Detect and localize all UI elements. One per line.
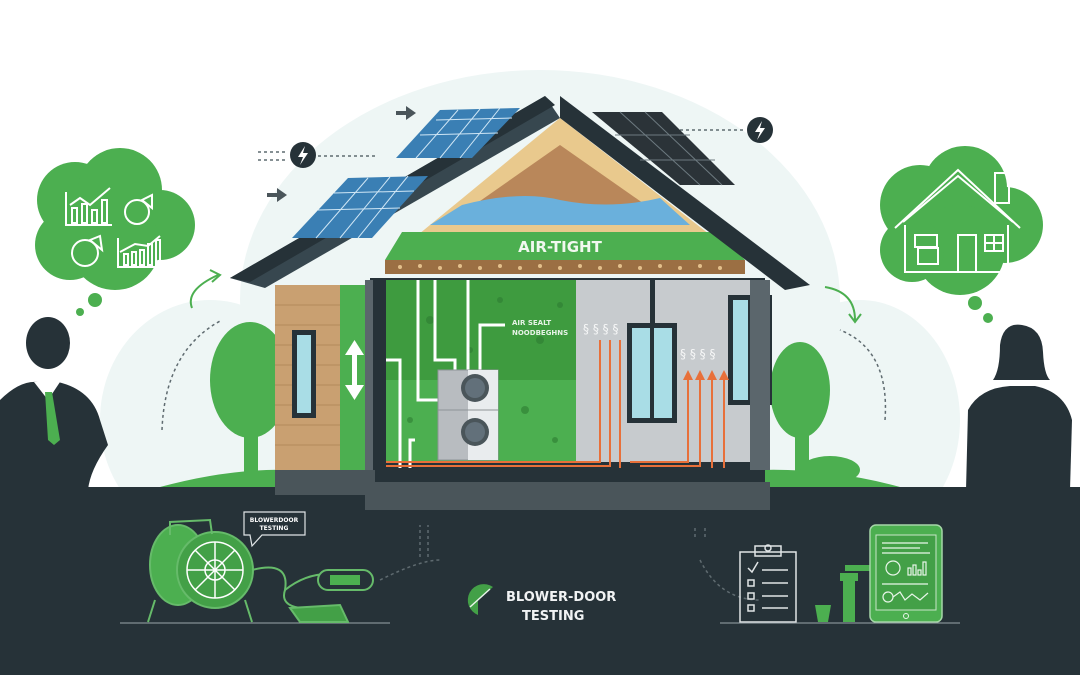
callout-bubble: BLOWERDOOR TESTING: [243, 511, 306, 548]
pie-chart-icon: [124, 193, 153, 225]
wind-arrows: [267, 106, 416, 202]
logo-subtitle: TESTING: [522, 609, 584, 624]
pie-chart-icon: [71, 234, 104, 267]
solar-panel: [396, 107, 520, 159]
svg-text:NOODBEGHNS: NOODBEGHNS: [512, 329, 568, 337]
air-tight-label: AIR-TIGHT: [518, 238, 602, 256]
cup-icon: [815, 605, 831, 622]
heat-pump-unit: [437, 369, 499, 461]
double-arrow-icon: [345, 340, 364, 400]
bar-chart-icon: [65, 187, 112, 226]
tablet-report-icon: [869, 524, 943, 623]
blower-door-fan: [120, 518, 390, 624]
person-woman-silhouette: [966, 324, 1072, 490]
svg-text:TESTING: TESTING: [260, 525, 289, 532]
house-icon: [894, 168, 1021, 273]
solar-panel-dark: [592, 111, 735, 186]
house: § § § § § § § § AIR SEALT NOODBEGHNS AIR…: [230, 96, 810, 525]
arrow-right-icon: [396, 106, 416, 120]
line-bar-chart-icon: [117, 235, 162, 268]
warm-air-waves: § § § § § § § §: [583, 322, 715, 361]
curved-arrows: [189, 269, 862, 324]
airflow-dotted-arcs: [161, 129, 887, 601]
svg-text:BLOWERDOOR: BLOWERDOOR: [250, 517, 299, 524]
interior-note: AIR SEALT: [512, 319, 551, 327]
person-man-silhouette: [0, 317, 108, 490]
logo-title: BLOWER-DOOR: [506, 590, 616, 605]
clipboard-checklist-icon: [739, 544, 797, 623]
svg-text:§ § § §: § § § §: [583, 322, 618, 336]
arrow-right-icon: [267, 188, 287, 202]
lightning-bolt-icon: [747, 117, 773, 143]
thought-cloud-house: [880, 146, 1043, 323]
tree-left: [210, 322, 290, 480]
solar-panel: [292, 175, 428, 239]
svg-text:§ § § §: § § § §: [680, 347, 715, 361]
blower-door-logo: BLOWER-DOOR TESTING: [467, 584, 616, 624]
lightning-bolt-icon: [290, 142, 316, 168]
tree-right: [770, 342, 860, 484]
valve-icon: [840, 565, 875, 622]
thought-cloud-analytics: [35, 148, 195, 316]
